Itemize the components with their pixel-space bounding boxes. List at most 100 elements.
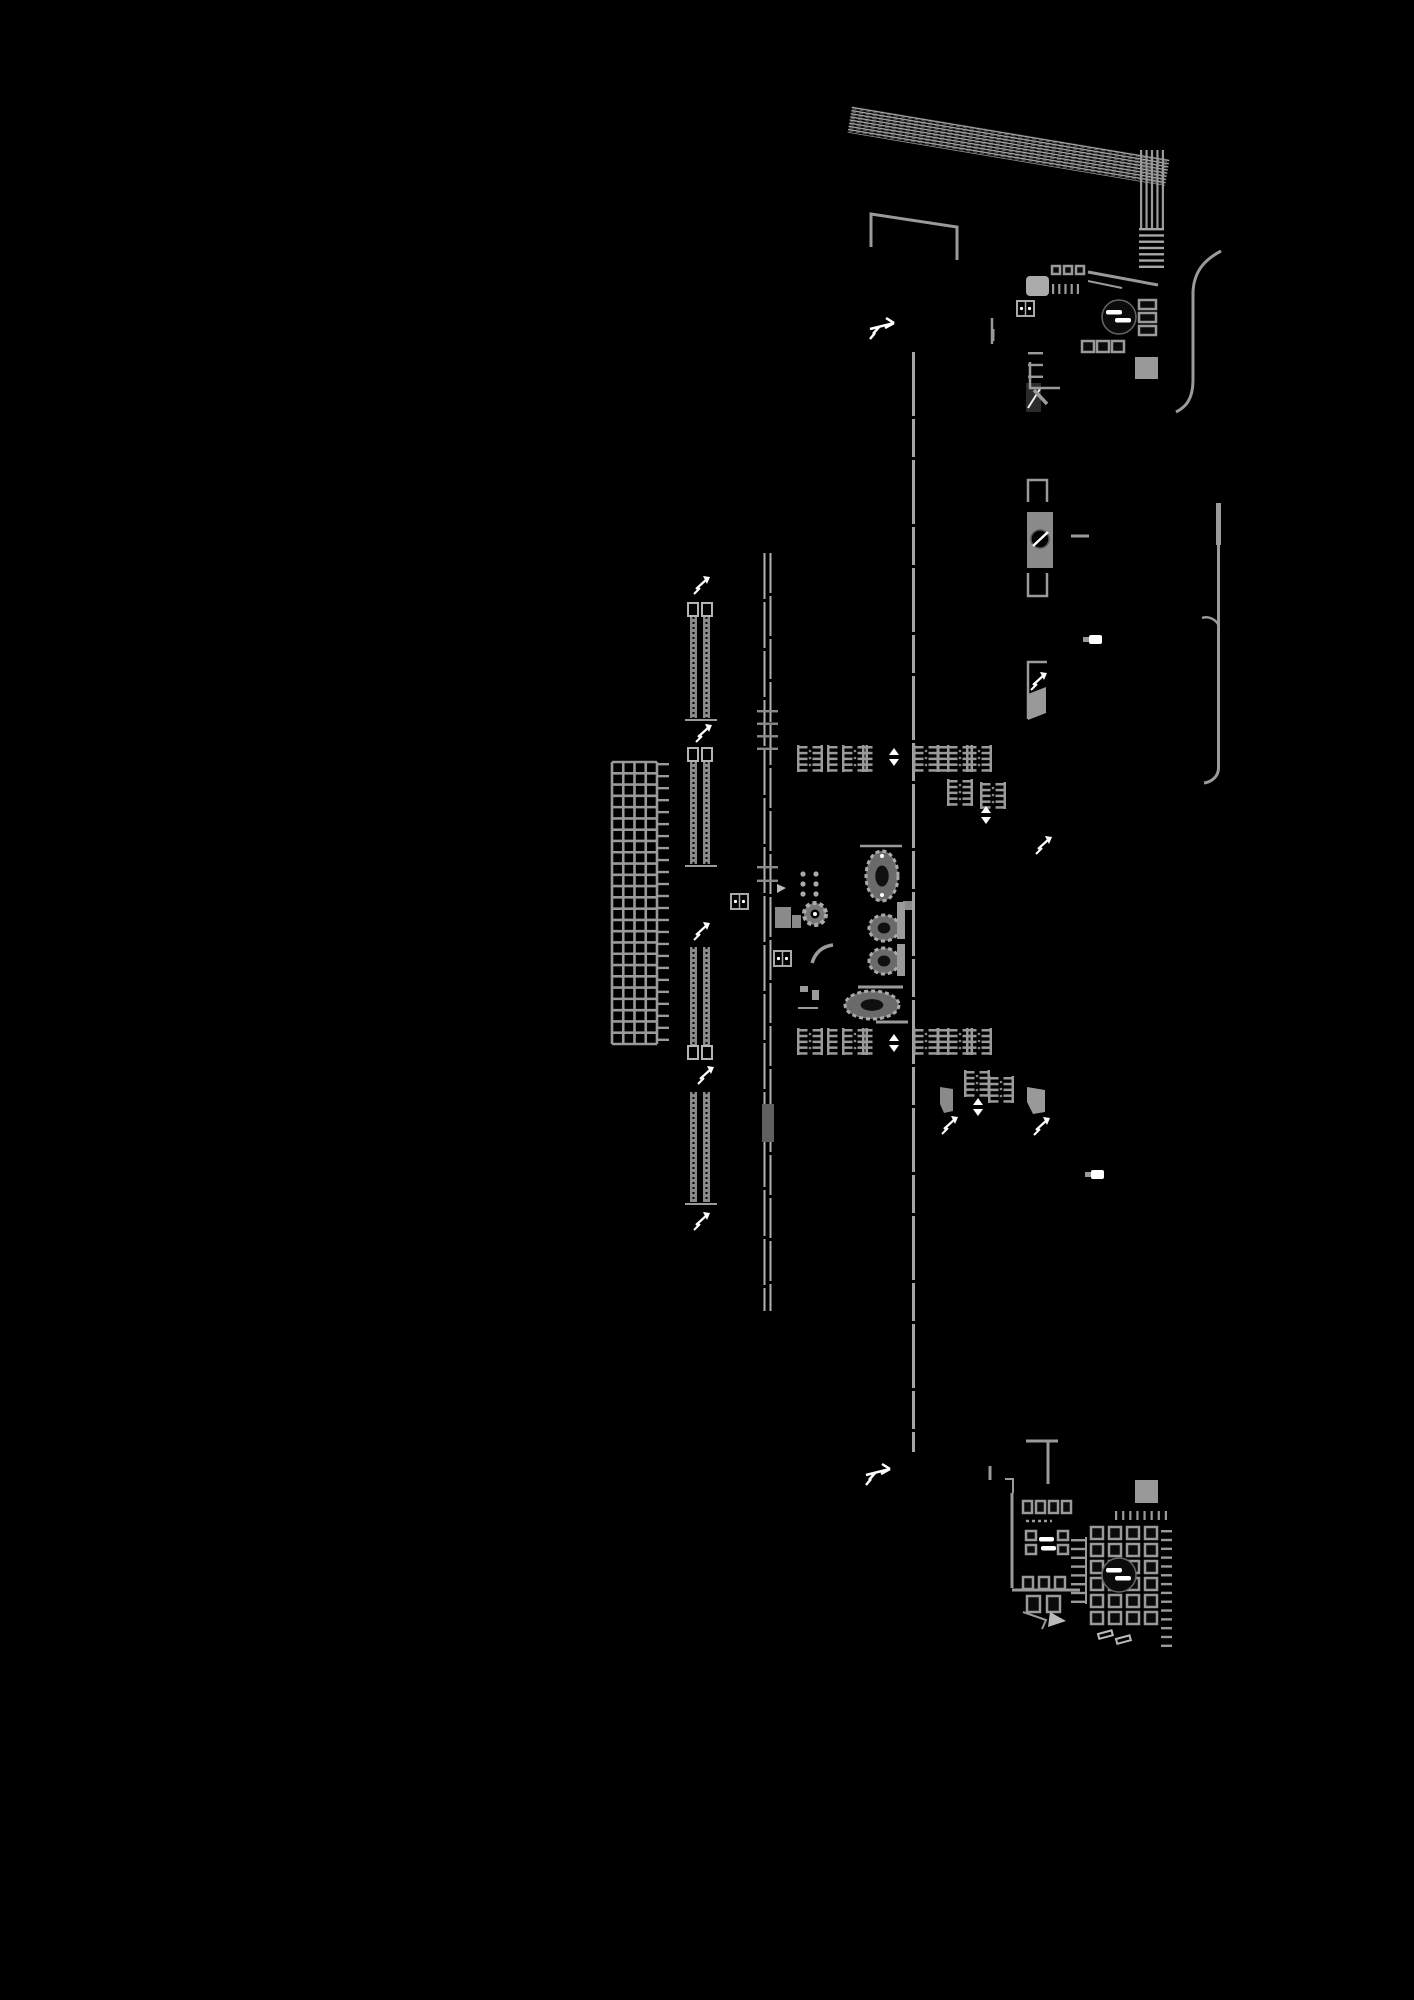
bench-slab-a xyxy=(897,902,905,939)
brace-lower xyxy=(1203,503,1220,785)
bench-pair xyxy=(913,745,939,772)
cabinet-pair xyxy=(1025,1594,1062,1614)
escalator-cap-2 xyxy=(687,747,713,762)
elevator-symbol-center xyxy=(773,950,792,967)
bench-single xyxy=(937,1028,948,1055)
diagonal-strut xyxy=(1032,388,1049,406)
headhouse-top-wall-a xyxy=(1087,270,1159,287)
bench-pair xyxy=(988,1076,1014,1103)
bench-pair xyxy=(980,782,1006,809)
kiosk-block-a xyxy=(775,907,791,928)
bench-slab-b xyxy=(897,944,905,976)
track-arrow-bottom xyxy=(865,1462,891,1486)
waiting-room-chairs xyxy=(1089,1525,1159,1626)
edge-line-thick-segment xyxy=(762,1104,774,1142)
counter-stripes-top xyxy=(1052,284,1079,294)
ramp-blob-right xyxy=(1027,1087,1045,1114)
bench-single xyxy=(827,1028,838,1055)
chairs-top-col xyxy=(1137,298,1158,337)
edge-tick-marks-low xyxy=(757,866,778,882)
entry-stairs-top xyxy=(1139,228,1164,268)
shelf-stripes-top xyxy=(1028,352,1043,378)
double-arrow-marker xyxy=(981,806,991,824)
round-table-bottom xyxy=(1101,1557,1137,1593)
slope-arrow-5 xyxy=(693,1212,710,1231)
table-white-bar xyxy=(1041,1546,1056,1551)
double-arrow-marker xyxy=(889,1034,899,1052)
bench-pair xyxy=(913,1028,939,1055)
escalator-cap-3 xyxy=(687,1045,713,1060)
bollard-dots xyxy=(800,871,819,897)
escalator-cap-1 xyxy=(687,602,713,617)
bench-pair xyxy=(797,745,823,772)
walkway-lane-lines xyxy=(1140,150,1164,230)
bench-pair xyxy=(947,779,973,806)
tree-highlight-a xyxy=(880,854,884,858)
solid-block-bottom xyxy=(1135,1480,1158,1503)
brace-hook xyxy=(1201,616,1220,625)
door-marker-upper xyxy=(1083,635,1102,644)
turnstile-b xyxy=(1114,1634,1133,1646)
slope-arrow-1 xyxy=(693,576,710,595)
exit-wall xyxy=(1022,1611,1048,1630)
tree-planter-large xyxy=(864,849,900,903)
chairs-top-row2 xyxy=(1080,339,1126,354)
round-table-top xyxy=(1101,299,1137,335)
bench-pair xyxy=(797,1028,823,1055)
escalator-seg-4 xyxy=(690,1092,710,1202)
elevator-slash xyxy=(1032,531,1049,547)
brace-upper xyxy=(1175,249,1222,414)
bench-pair xyxy=(966,745,992,772)
canopy-grid xyxy=(610,760,659,1046)
double-arrow-marker xyxy=(973,1098,983,1116)
ramp-wedge-upper xyxy=(1028,687,1046,720)
sign-block-a xyxy=(800,986,808,992)
ramp-blob-center xyxy=(940,1087,953,1113)
slope-arrow-3 xyxy=(693,922,710,941)
tree-planter-mid-2 xyxy=(867,946,901,976)
elevator-symbol-left xyxy=(730,893,749,910)
stair-ladder-mid xyxy=(1071,1539,1086,1603)
slope-arrow-4 xyxy=(697,1066,714,1085)
exit-arrowhead xyxy=(1048,1612,1066,1627)
slope-arrow-ramp-1 xyxy=(1030,672,1047,691)
chairs-bot-left xyxy=(1024,1529,1038,1556)
tree-planter-wide xyxy=(843,989,901,1021)
slope-arrow-2 xyxy=(695,724,712,743)
escalator-seg-3 xyxy=(690,947,710,1046)
hatched-walkway-band xyxy=(847,106,1170,186)
counter-stripes-bottom xyxy=(1115,1511,1167,1520)
bench-single xyxy=(862,1028,873,1055)
bench-pair xyxy=(966,1028,992,1055)
elevator-shaft-wall-top xyxy=(1026,478,1049,502)
tree-highlight-b xyxy=(880,893,884,897)
bench-single xyxy=(862,745,873,772)
double-arrow-marker xyxy=(889,748,899,766)
slope-arrow-ramp-2 xyxy=(1035,836,1052,855)
chairs-bot-right xyxy=(1056,1529,1070,1556)
edge-tick-marks-mid xyxy=(757,710,778,750)
flag-marker xyxy=(777,884,786,893)
slope-arrow-ramp-4 xyxy=(1033,1117,1050,1136)
solid-block-top xyxy=(1135,357,1158,379)
chairs-bot-row1 xyxy=(1021,1499,1073,1515)
planter-side-square xyxy=(903,901,912,910)
chairs-bot-row2 xyxy=(1021,1575,1067,1591)
table-white-bar xyxy=(1039,1537,1054,1542)
elevator-symbol-top-right xyxy=(1016,300,1035,317)
canopy-grid-ticks xyxy=(657,763,669,1041)
tree-planter-mid-1 xyxy=(867,913,901,943)
sign-block-b xyxy=(812,990,819,1000)
turnstile-a xyxy=(1096,1629,1115,1641)
fountain-symbol xyxy=(802,901,828,927)
elevator-shaft-wall-bottom xyxy=(1026,573,1049,598)
escalator-seg-2 xyxy=(690,762,710,864)
headhouse-top-booth xyxy=(1026,276,1049,296)
bench-single xyxy=(827,745,838,772)
bench-single xyxy=(937,745,948,772)
door-marker-lower xyxy=(1085,1170,1104,1179)
headhouse-top-wall-c xyxy=(1028,362,1060,390)
kiosk-block-b xyxy=(792,915,801,928)
